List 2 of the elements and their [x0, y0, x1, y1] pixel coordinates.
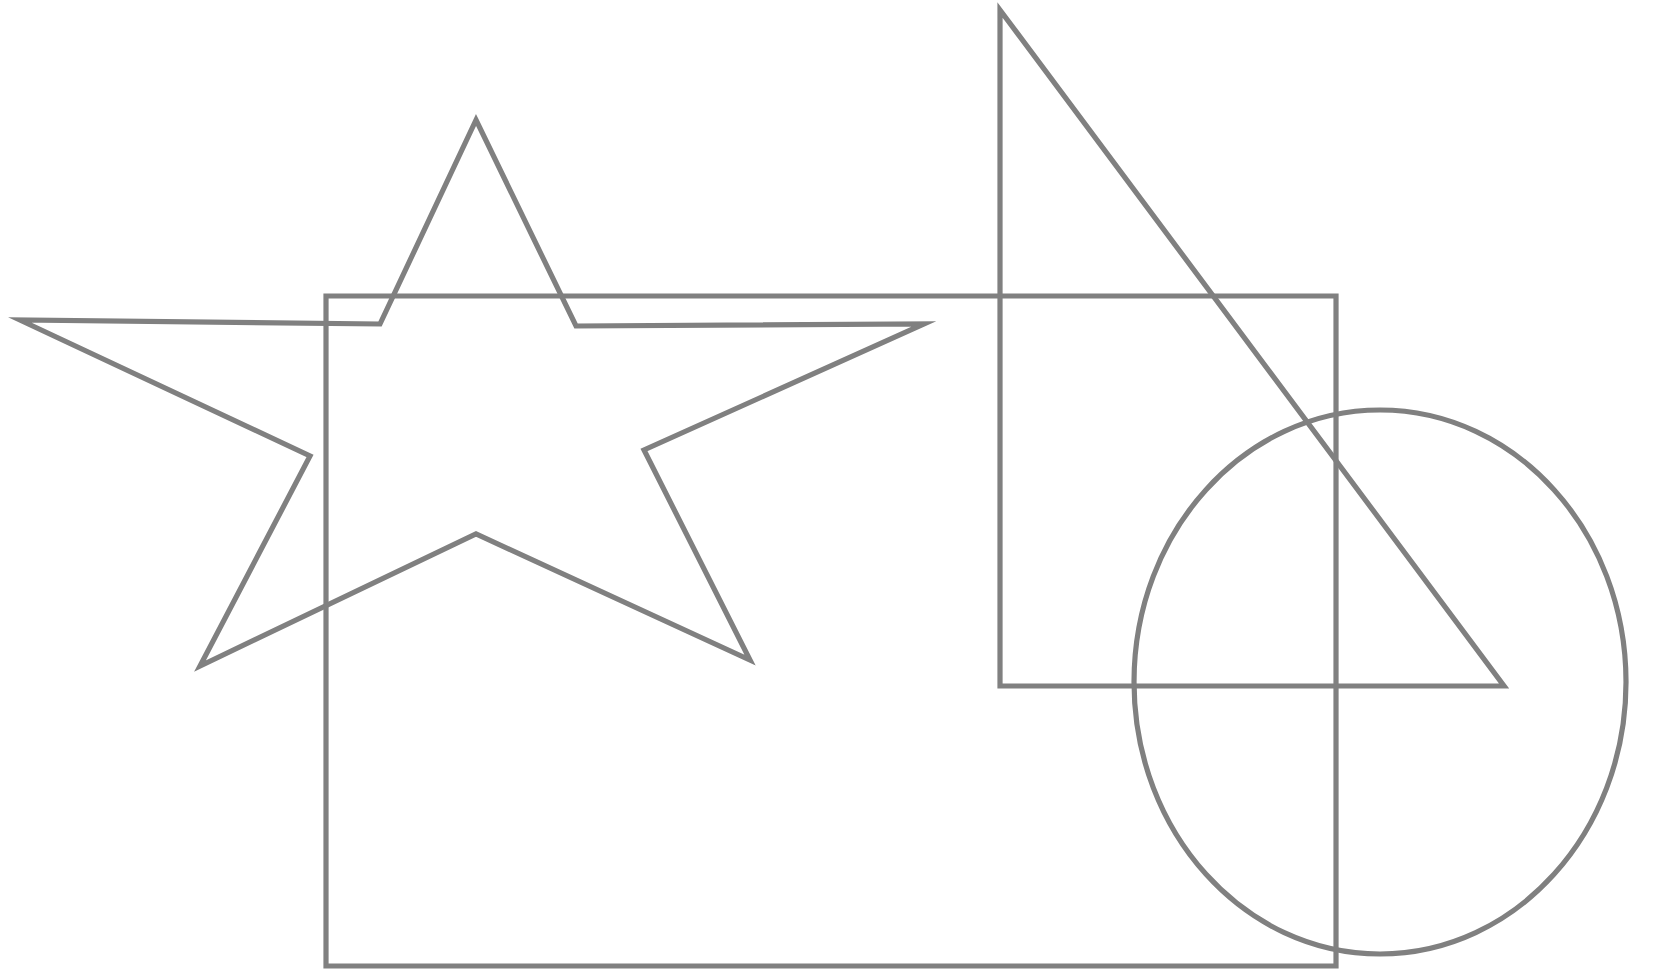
rectangle-shape [323, 293, 1339, 969]
circle-shape [1131, 407, 1629, 957]
